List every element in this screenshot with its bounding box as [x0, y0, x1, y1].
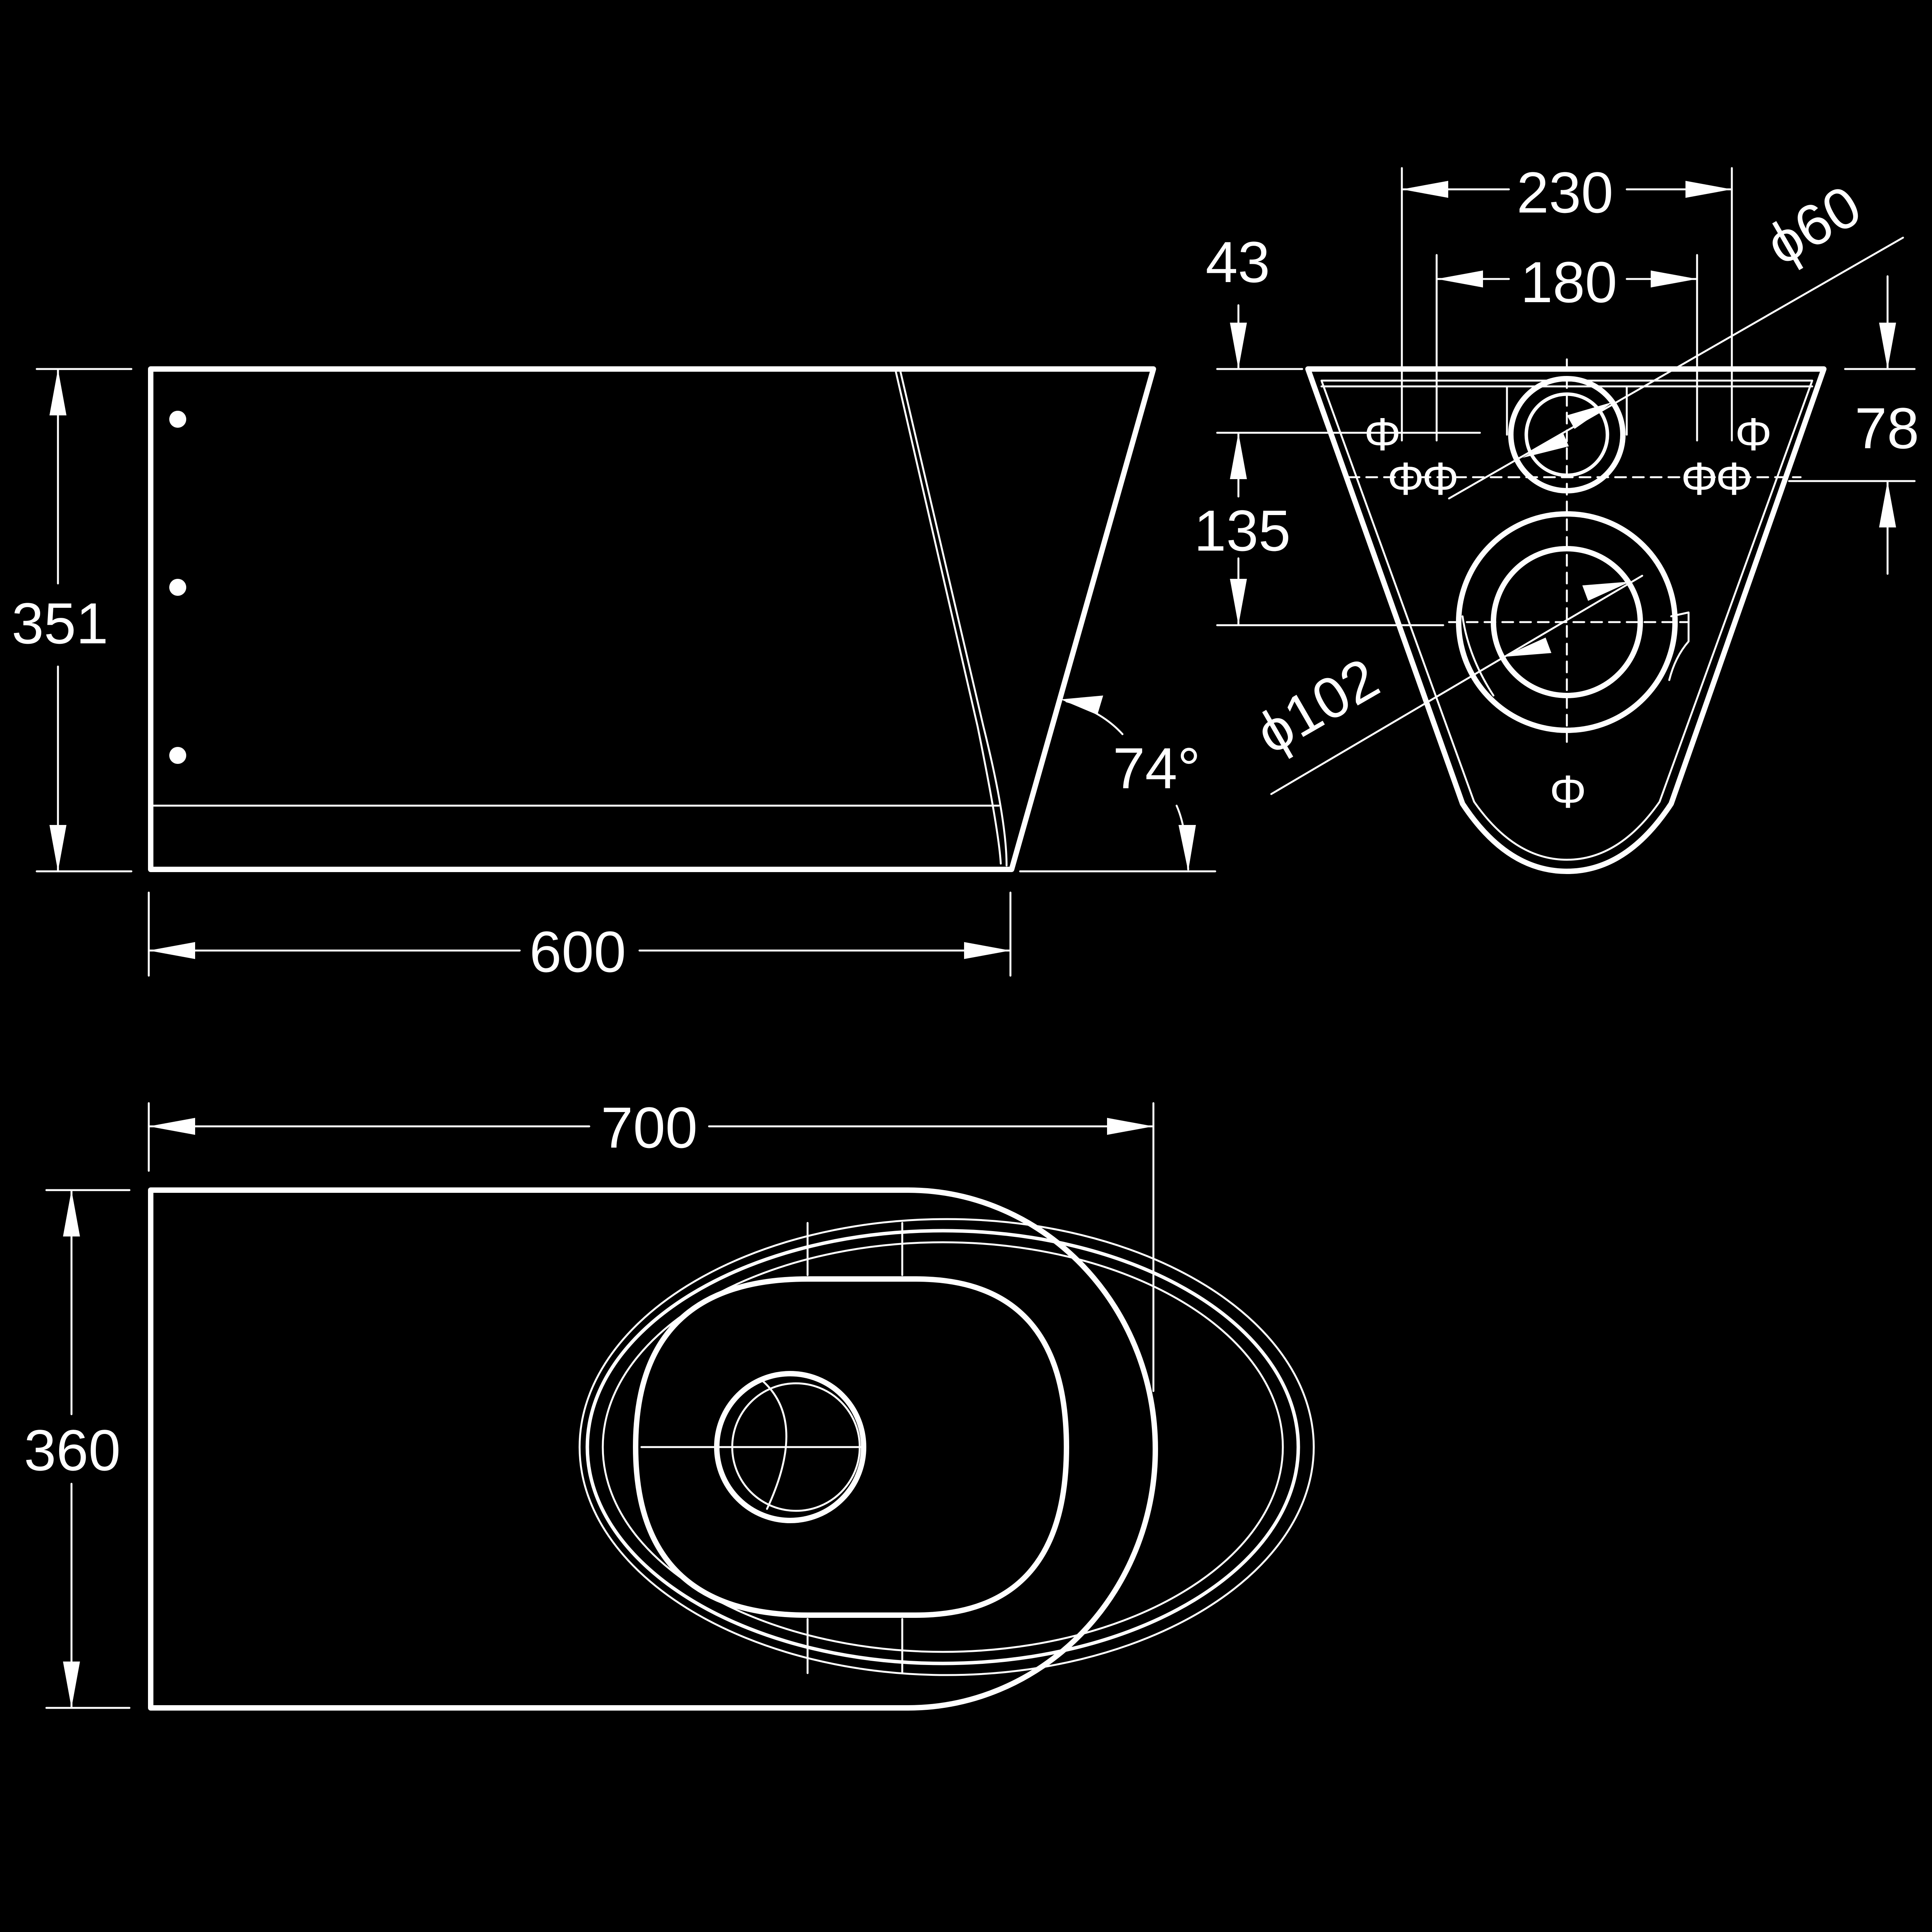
side-height-arrow-bottom — [49, 825, 66, 871]
front-view-hole-marker-top-left: Φ — [1364, 408, 1401, 460]
front-view-outlet-bracket-right — [1668, 611, 1690, 681]
top-view-bowl — [633, 1276, 1069, 1618]
front-view: Φ Φ Φ Φ Φ Φ Φ 230 180 43 135 — [1194, 160, 1919, 874]
top-width-label: 360 — [24, 1418, 121, 1483]
front-phi102-arrow-upper — [1582, 582, 1631, 601]
front-78-arrow-bottom — [1879, 481, 1896, 527]
front-135-arrow-bottom — [1230, 579, 1247, 625]
front-view-hole-marker-top-right: Φ — [1735, 408, 1772, 460]
side-view-inner-curve-2 — [899, 370, 1008, 867]
front-230-label: 230 — [1517, 160, 1613, 225]
front-phi102-label: ϕ102 — [1245, 645, 1389, 766]
front-135-arrow-top — [1230, 433, 1247, 479]
side-view-mount-hole-2 — [169, 579, 186, 596]
top-length-arrow-right — [1107, 1118, 1153, 1135]
front-phi102-arrow-lower — [1503, 638, 1551, 657]
top-view-rim-mid — [585, 1229, 1300, 1665]
side-length-arrow-left — [149, 942, 195, 959]
front-78-label: 78 — [1855, 396, 1919, 461]
front-phi60-arrow-lower — [1522, 433, 1569, 458]
side-view-mount-hole-1 — [169, 411, 186, 428]
front-phi102-leader — [1270, 575, 1643, 795]
side-angle-arrow-upper — [1061, 696, 1103, 715]
front-230-arrow-right — [1685, 181, 1732, 198]
top-view-rim-outer — [578, 1218, 1315, 1676]
side-angle-label: 74° — [1113, 736, 1201, 801]
front-phi60-label: ϕ60 — [1755, 173, 1871, 277]
front-view-hole-marker-mid-left-1: Φ — [1387, 453, 1424, 505]
front-43-label: 43 — [1206, 230, 1270, 294]
top-length-arrow-left — [149, 1118, 195, 1135]
side-view-mount-hole-3 — [169, 747, 186, 764]
side-angle-arrow-lower — [1179, 825, 1196, 871]
front-180-arrow-left — [1437, 270, 1483, 287]
front-43-arrow — [1230, 323, 1247, 369]
top-view: 700 360 — [24, 1095, 1315, 1711]
front-view-body-inner — [1320, 379, 1813, 861]
front-phi60-leader — [1448, 236, 1904, 500]
top-view-body — [148, 1187, 1158, 1711]
side-view-body — [148, 366, 1156, 872]
front-78-arrow-top — [1879, 323, 1896, 369]
front-view-hole-marker-mid-right-1: Φ — [1681, 453, 1718, 505]
side-view-inner-curve — [895, 370, 1002, 865]
side-length-label: 600 — [529, 919, 626, 984]
side-length-arrow-right — [964, 942, 1010, 959]
front-180-label: 180 — [1520, 250, 1617, 315]
side-view: 351 600 74° — [12, 366, 1216, 984]
side-height-arrow-top — [49, 369, 66, 415]
front-view-hole-marker-mid-right-2: Φ — [1716, 453, 1753, 505]
front-view-hole-marker-bottom: Φ — [1549, 766, 1587, 818]
front-view-outlet-bracket-left — [1461, 615, 1495, 697]
top-view-rim-inner — [602, 1241, 1284, 1653]
top-width-arrow-top — [63, 1190, 80, 1236]
front-180-arrow-right — [1651, 270, 1697, 287]
top-view-outlet-curve — [762, 1380, 787, 1510]
side-height-label: 351 — [12, 591, 108, 656]
front-phi60-arrow-upper — [1567, 402, 1613, 429]
top-width-arrow-bottom — [63, 1662, 80, 1708]
front-230-arrow-left — [1402, 181, 1448, 198]
front-view-inlet-collar — [1506, 385, 1628, 436]
front-135-label: 135 — [1194, 498, 1291, 563]
front-view-body-outer — [1305, 366, 1827, 874]
top-length-label: 700 — [601, 1095, 697, 1160]
